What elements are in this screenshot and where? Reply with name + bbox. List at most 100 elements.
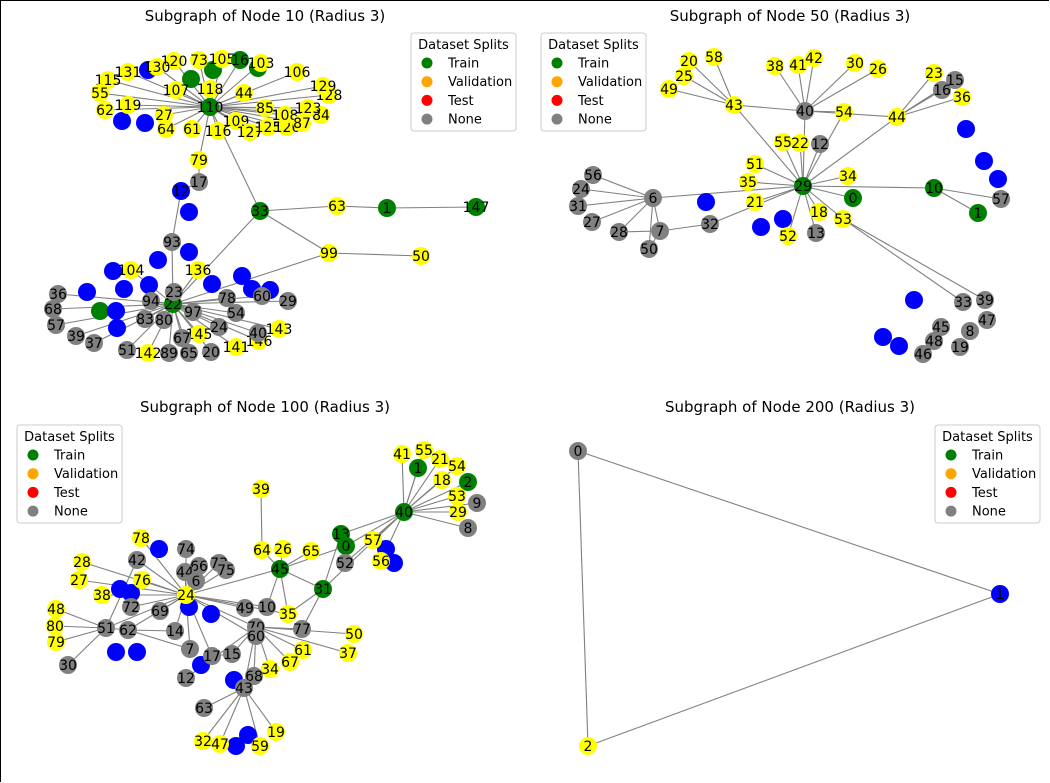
panel-title-node-10: Subgraph of Node 10 (Radius 3) [145,7,386,25]
graph-node-label: 16 [933,83,951,99]
graph-node-51: 51 [746,155,764,173]
graph-node-36: 36 [953,88,971,106]
graph-node-29: 29 [279,292,297,310]
graph-edge [185,594,257,628]
graph-node-60: 60 [247,627,265,645]
graph-node-35: 35 [739,173,757,191]
graph-edge [322,511,405,590]
graph-node-label: 2 [464,475,473,491]
graph-node-label: 21 [746,195,764,211]
graph-node-143: 143 [266,320,292,338]
graph-node-label: 59 [251,739,269,755]
graph-node-31: 31 [569,197,587,215]
graph-edge [172,303,237,314]
graph-node-label: 103 [248,56,275,72]
graph-node-21: 21 [746,193,764,211]
graph-node-24: 24 [177,586,195,604]
graph-edge [802,185,935,189]
graph-node-unlabeled [239,726,257,744]
graph-edge [688,60,735,106]
graph-node-label: 23 [165,285,183,301]
graph-node-27: 27 [583,213,601,231]
graph-node-79: 79 [47,633,65,651]
graph-node-80: 80 [155,311,173,329]
graph-node-129: 129 [310,77,336,95]
graph-node-50: 50 [345,625,363,643]
graph-node-label: 147 [463,200,490,216]
graph-node-label: 41 [393,447,411,463]
graph-node-label: 97 [184,305,202,321]
legend-box [540,32,647,132]
graph-node-label: 75 [217,563,235,579]
graph-edge [804,68,879,112]
graph-node-8: 8 [459,519,477,537]
graph-node-56: 56 [584,166,602,184]
graph-node-label: 78 [132,531,150,547]
graph-node-label: 24 [572,182,590,198]
graph-node-label: 76 [133,573,151,589]
graph-edge [403,511,469,529]
graph-node-0: 0 [337,537,355,555]
legend-title: Dataset Splits [24,430,115,445]
graph-node-40: 40 [796,102,814,120]
graph-node-label: 1 [996,587,1005,603]
graph-node-label: 60 [247,629,265,645]
graph-node-unlabeled [989,170,1007,188]
graph-edge [403,481,469,513]
graph-node-label: 74 [177,542,195,558]
graph-node-label: 38 [93,588,111,604]
graph-node-unlabeled [180,203,198,221]
graph-node-label: 12 [177,671,195,687]
graph-node-53: 53 [834,210,852,228]
graph-edge [99,92,211,108]
graph-node-28: 28 [73,553,91,571]
graph-node-label: 84 [312,108,330,124]
graph-node-unlabeled [233,267,251,285]
graph-node-unlabeled [752,218,770,236]
graph-node-1: 1 [378,199,396,217]
graph-node-label: 2 [584,739,593,755]
graph-node-unlabeled [149,251,167,269]
graph-node-unlabeled [180,243,198,261]
graph-node-84: 84 [312,106,330,124]
graph-edge [243,687,277,733]
graph-node-unlabeled [905,291,923,309]
graph-node-80: 80 [46,617,64,635]
graph-edge [340,511,405,535]
graph-node-label: 58 [705,50,723,66]
graph-node-label: 118 [197,82,224,98]
graph-node-54: 54 [448,457,466,475]
graph-node-label: 79 [47,635,65,651]
panel-title-node-100: Subgraph of Node 100 (Radius 3) [140,398,390,416]
graph-node-32: 32 [194,732,212,750]
graph-node-1: 1 [991,585,1009,603]
graph-node-65: 65 [302,542,320,560]
graph-node-39: 39 [252,480,270,498]
graph-node-label: 62 [119,623,137,639]
graph-node-label: 55 [415,443,433,459]
legend-box [16,424,123,524]
graph-node-73: 73 [190,51,208,69]
legend-marker-test [551,94,563,106]
graph-node-label: 10 [258,600,276,616]
legend-marker-validation [551,76,563,88]
graph-node-13: 13 [807,224,825,242]
graph-node-109: 109 [223,112,249,130]
graph-node-15: 15 [946,71,964,89]
legend-label-validation: Validation [972,467,1036,482]
graph-edge [172,303,237,348]
graph-node-49: 49 [660,80,678,98]
graph-node-label: 7 [656,224,665,240]
legend-marker-test [945,486,957,498]
graph-node-54: 54 [835,103,853,121]
graph-node-16: 16 [933,81,951,99]
graph-node-label: 31 [569,199,587,215]
graph-node-107: 107 [163,81,189,99]
graph-node-79: 79 [190,151,208,169]
graph-node-127: 127 [237,123,263,141]
graph-node-78: 78 [132,529,150,547]
graph-node-43: 43 [235,679,253,697]
